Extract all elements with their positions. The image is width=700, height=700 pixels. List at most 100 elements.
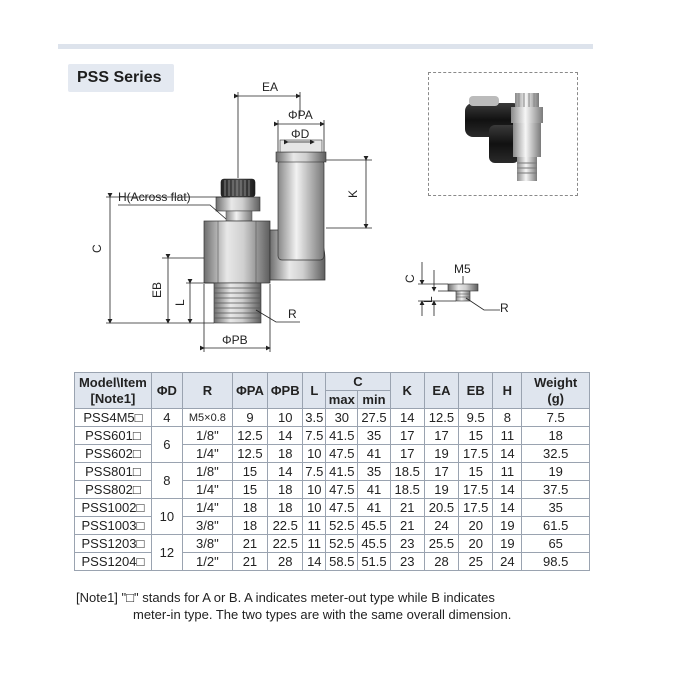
cell-pb: 14: [267, 426, 304, 445]
footnote: [Note1] "□" stands for A or B. A indicat…: [76, 589, 596, 623]
header-eb: EB: [458, 372, 494, 409]
label-k: K: [346, 190, 360, 198]
cell-pa: 12.5: [231, 426, 269, 445]
cell-w: 18: [521, 426, 590, 445]
cell-w: 7.5: [521, 408, 590, 427]
cell-l: 11: [302, 516, 327, 535]
cell-h: 11: [492, 462, 523, 481]
cell-model: PSS1203□: [74, 534, 152, 553]
header-c-max: max: [325, 390, 359, 409]
label-pb: ΦPB: [222, 333, 248, 347]
cell-eb: 17.5: [458, 498, 494, 517]
cell-r: 3/8": [181, 516, 233, 535]
cell-cmin: 35: [357, 462, 391, 481]
cell-l: 11: [302, 534, 327, 553]
cell-cmin: 41: [357, 480, 391, 499]
cell-r: 1/4": [181, 444, 233, 463]
fitting-illustration: [203, 139, 327, 324]
cell-pa: 18: [231, 498, 269, 517]
header-r: R: [181, 372, 233, 409]
cell-r: M5×0.8: [181, 408, 233, 427]
label-eb: EB: [150, 282, 164, 298]
cell-ea: 24: [423, 516, 460, 535]
header-k: K: [389, 372, 425, 409]
cell-model: PSS1204□: [74, 552, 152, 571]
footnote-line-2: meter-in type. The two types are with th…: [133, 607, 512, 622]
header-d: ΦD: [150, 372, 183, 409]
small-label-l: L: [421, 296, 435, 303]
cell-pb: 22.5: [267, 534, 304, 553]
header-pb: ΦPB: [267, 372, 304, 409]
small-label-c: C: [403, 274, 417, 283]
cell-k: 23: [389, 534, 425, 553]
dimension-drawing: EA ΦPA ΦD K H(Across flat) C EB L R ΦPB …: [90, 80, 509, 352]
cell-model: PSS4M5□: [74, 408, 152, 427]
cell-d: 12: [150, 534, 183, 571]
cell-pa: 12.5: [231, 444, 269, 463]
cell-k: 14: [389, 408, 425, 427]
cell-eb: 9.5: [458, 408, 494, 427]
cell-h: 19: [492, 534, 523, 553]
cell-h: 11: [492, 426, 523, 445]
cell-model: PSS1002□: [74, 498, 152, 517]
header-divider-bar: [58, 44, 593, 49]
cell-h: 14: [492, 444, 523, 463]
series-title: PSS Series: [68, 64, 174, 92]
cell-l: 7.5: [302, 462, 327, 481]
cell-pb: 22.5: [267, 516, 304, 535]
cell-k: 18.5: [389, 480, 425, 499]
footnote-line-1: [Note1] "□" stands for A or B. A indicat…: [76, 590, 495, 605]
cell-h: 19: [492, 516, 523, 535]
cell-model: PSS601□: [74, 426, 152, 445]
cell-cmin: 35: [357, 426, 391, 445]
label-l: L: [173, 299, 187, 306]
cell-l: 10: [302, 480, 327, 499]
cell-ea: 17: [423, 462, 460, 481]
product-photo-frame: [428, 72, 578, 196]
cell-cmin: 41: [357, 444, 391, 463]
cell-r: 1/2": [181, 552, 233, 571]
cell-cmax: 30: [325, 408, 359, 427]
cell-eb: 15: [458, 462, 494, 481]
label-d: ΦD: [291, 127, 310, 141]
cell-cmin: 41: [357, 498, 391, 517]
cell-r: 1/8": [181, 426, 233, 445]
cell-cmax: 41.5: [325, 426, 359, 445]
cell-pa: 21: [231, 552, 269, 571]
cell-ea: 17: [423, 426, 460, 445]
cell-eb: 20: [458, 516, 494, 535]
header-ea: EA: [423, 372, 460, 409]
cell-cmax: 41.5: [325, 462, 359, 481]
cell-r: 1/8": [181, 462, 233, 481]
cell-pb: 18: [267, 444, 304, 463]
cell-pa: 15: [231, 480, 269, 499]
header-c-min: min: [357, 390, 391, 409]
cell-d: 8: [150, 462, 183, 499]
cell-pb: 28: [267, 552, 304, 571]
cell-model: PSS602□: [74, 444, 152, 463]
label-r: R: [288, 307, 297, 321]
label-pa: ΦPA: [288, 108, 313, 122]
cell-pb: 10: [267, 408, 304, 427]
cell-d: 10: [150, 498, 183, 535]
cell-h: 14: [492, 498, 523, 517]
cell-ea: 12.5: [423, 408, 460, 427]
cell-h: 24: [492, 552, 523, 571]
cell-r: 1/4": [181, 498, 233, 517]
cell-cmax: 47.5: [325, 480, 359, 499]
product-photo: [465, 93, 543, 181]
cell-w: 37.5: [521, 480, 590, 499]
cell-l: 3.5: [302, 408, 327, 427]
cell-pa: 21: [231, 534, 269, 553]
cell-k: 23: [389, 552, 425, 571]
cell-w: 65: [521, 534, 590, 553]
header-model: Model\Item[Note1]: [74, 372, 152, 409]
cell-k: 17: [389, 426, 425, 445]
cell-ea: 25.5: [423, 534, 460, 553]
cell-ea: 20.5: [423, 498, 460, 517]
